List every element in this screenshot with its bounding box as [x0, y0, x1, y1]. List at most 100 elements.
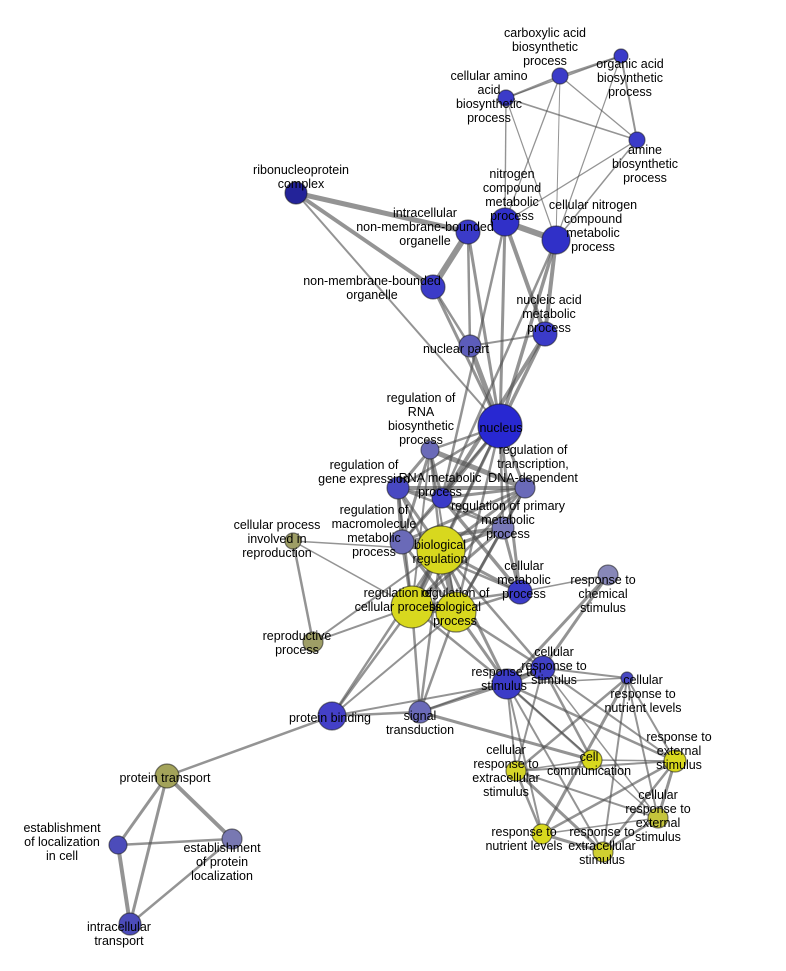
node-celResExtra[interactable]	[505, 760, 527, 782]
edge-resExt-celResNut	[626, 677, 676, 762]
edge-bioreg-celRepro	[292, 540, 442, 551]
node-amino[interactable]	[497, 89, 515, 107]
node-celResExt[interactable]	[647, 807, 669, 829]
edge-nucleus-celmet	[498, 425, 522, 593]
node-rna_met[interactable]	[431, 487, 453, 509]
node-regBio[interactable]	[435, 591, 477, 633]
node-regTx[interactable]	[514, 477, 536, 499]
edge-bioreg-repro	[312, 549, 442, 643]
edge-regBio-protBind	[331, 611, 457, 717]
edge-celnitro-rna_met	[440, 239, 558, 499]
node-regCel[interactable]	[390, 585, 434, 629]
edge-celResStim-celResExtra	[515, 667, 544, 772]
node-regGene[interactable]	[386, 476, 410, 500]
node-celRepro[interactable]	[284, 532, 302, 550]
node-nuclear[interactable]	[458, 334, 482, 358]
node-resExt[interactable]	[663, 749, 687, 773]
node-resNut[interactable]	[531, 823, 553, 845]
edge-ribo-inmb	[295, 190, 469, 235]
node-nitro[interactable]	[490, 207, 520, 237]
node-celnitro[interactable]	[541, 225, 571, 255]
node-sigTrans[interactable]	[408, 700, 432, 724]
label-protBind: protein binding	[289, 711, 371, 725]
edge-resExt-resExtra	[602, 760, 676, 853]
node-resExtra[interactable]	[592, 841, 614, 863]
node-inmb[interactable]	[455, 219, 481, 245]
edge-resExtra-resNut	[541, 832, 604, 854]
edge-carb-celnitro	[555, 75, 561, 241]
edge-amino-amine	[505, 97, 638, 141]
edge-estProtLoc-intraTrans	[129, 838, 233, 925]
node-nucleic[interactable]	[532, 321, 558, 347]
node-protBind[interactable]	[317, 701, 347, 731]
node-carb[interactable]	[551, 67, 569, 85]
edge-inmb-nucleus	[466, 231, 502, 427]
label-protTrans: protein transport	[119, 771, 211, 785]
node-bioreg[interactable]	[416, 525, 466, 575]
node-celmet[interactable]	[507, 579, 533, 605]
edge-celResExtra-celResNut	[515, 677, 628, 772]
label-nucleus: nucleus	[479, 421, 522, 435]
node-estLocCell[interactable]	[108, 835, 128, 855]
node-celResStim[interactable]	[530, 655, 556, 681]
node-commu[interactable]	[581, 749, 603, 771]
edge-nucleic-nuclear	[469, 333, 546, 347]
edge-regTx-regCel	[411, 487, 526, 608]
node-amine[interactable]	[628, 131, 646, 149]
edge-carb-nitro	[504, 75, 561, 223]
edge-celnitro-nucleus	[498, 239, 558, 427]
nodes-layer	[108, 48, 687, 936]
node-nmb[interactable]	[420, 274, 446, 300]
node-ribo[interactable]	[284, 181, 308, 205]
node-resChem[interactable]	[597, 564, 619, 586]
edge-celResStim-resChem	[541, 574, 610, 669]
node-nucleus[interactable]	[477, 403, 523, 449]
edge-resExt-resNut	[541, 759, 676, 836]
node-resStim[interactable]	[491, 668, 523, 700]
edge-celResStim-sigTrans	[419, 667, 544, 713]
edge-resNut-celResExt	[541, 817, 659, 835]
node-celResNut[interactable]	[620, 671, 634, 685]
edge-resExtra-celResNut	[602, 677, 628, 853]
edge-protBind-protTrans	[166, 714, 333, 778]
node-estProtLoc[interactable]	[221, 828, 243, 850]
edge-amino-nitro	[504, 97, 507, 223]
edge-carb-amine	[559, 75, 638, 141]
node-regMacro[interactable]	[389, 529, 415, 555]
edge-amine-celnitro	[555, 139, 638, 241]
edges-layer	[116, 55, 677, 925]
node-repro[interactable]	[302, 631, 324, 653]
edge-sigTrans-commu	[419, 710, 593, 762]
node-intraTrans[interactable]	[118, 912, 142, 936]
edge-ribo-nmb	[294, 191, 435, 289]
edge-bioreg-protBind	[330, 549, 443, 717]
node-regRNA[interactable]	[420, 440, 440, 460]
edge-bioreg-sigTrans	[418, 549, 443, 713]
node-org[interactable]	[613, 48, 629, 64]
node-regPrim[interactable]	[491, 516, 515, 540]
node-protTrans[interactable]	[154, 763, 180, 789]
